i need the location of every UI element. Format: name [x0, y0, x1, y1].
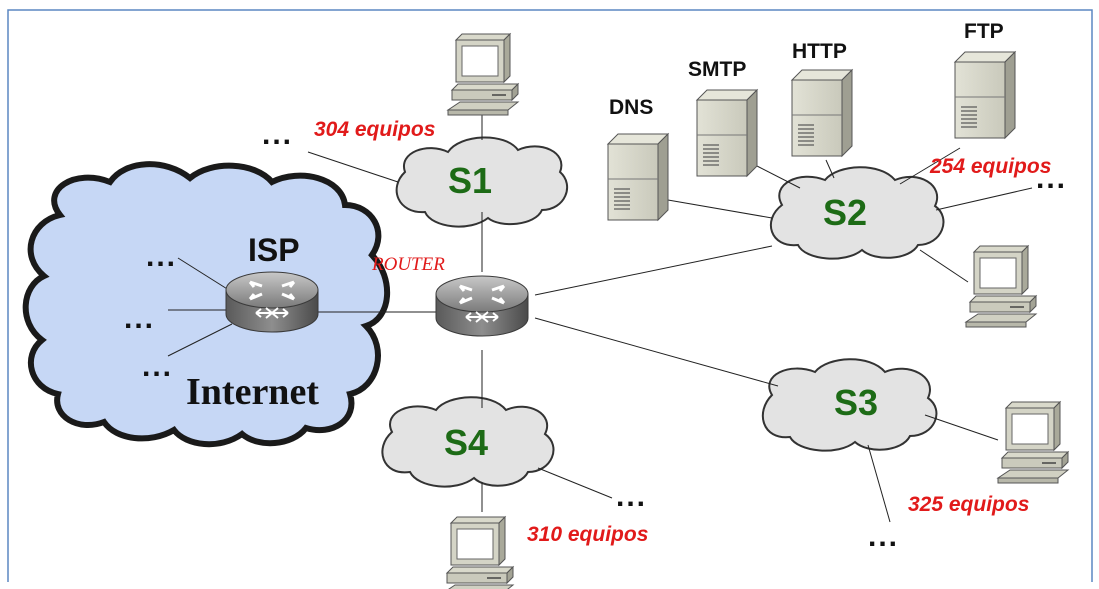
- pc-s2-icon: [965, 245, 1037, 328]
- ellipsis-s3: ...: [868, 520, 900, 553]
- dns-label: DNS: [609, 96, 654, 119]
- router-icon: [434, 274, 530, 338]
- subnet-cloud-s2: [769, 166, 945, 260]
- subnet-label-s2: S2: [823, 192, 868, 233]
- ellipsis-internet-top: ...: [146, 240, 178, 273]
- ellipsis-s2: ...: [1036, 162, 1068, 195]
- isp-router-icon: [224, 270, 320, 334]
- subnet-label-s3: S3: [834, 382, 879, 423]
- ellipsis-s4: ...: [616, 480, 648, 513]
- host-count-s4: 310 equipos: [527, 523, 649, 546]
- router-label: ROUTER: [372, 254, 445, 275]
- isp-label: ISP: [248, 232, 300, 268]
- dns-server-icon: [607, 133, 669, 221]
- subnet-cloud-s1: [395, 136, 569, 228]
- host-count-s2: 254 equipos: [930, 155, 1052, 178]
- subnet-label-s4: S4: [444, 422, 489, 463]
- subnet-cloud-s3: [761, 358, 938, 452]
- host-count-s1: 304 equipos: [314, 118, 436, 141]
- network-links: [167, 110, 1033, 523]
- page-frame: [7, 9, 1093, 582]
- ellipsis-internet-bottom: ...: [142, 350, 174, 383]
- ellipsis-internet-middle: ...: [124, 302, 156, 335]
- pc-s4-icon: [442, 516, 514, 589]
- ellipsis-s1: ...: [262, 118, 294, 151]
- host-count-s3: 325 equipos: [908, 493, 1030, 516]
- smtp-server-icon: [696, 89, 758, 177]
- subnet-cloud-s4: [381, 396, 555, 488]
- internet-cloud: [22, 161, 390, 448]
- smtp-label: SMTP: [688, 58, 747, 81]
- pc-s3-icon: [997, 401, 1069, 484]
- ftp-server-icon: [954, 51, 1016, 139]
- http-server-icon: [791, 69, 853, 157]
- ftp-label: FTP: [964, 20, 1004, 43]
- internet-label: Internet: [186, 371, 319, 413]
- pc-s1-icon: [447, 33, 519, 116]
- subnet-label-s1: S1: [448, 160, 493, 201]
- http-label: HTTP: [792, 40, 847, 63]
